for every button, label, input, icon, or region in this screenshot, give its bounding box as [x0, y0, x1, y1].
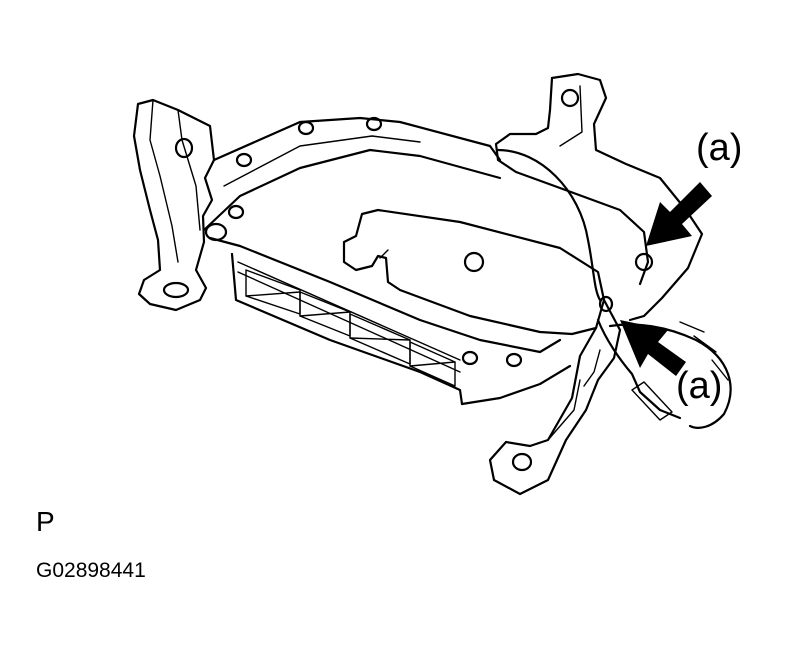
- callout-label-a: (a): [676, 365, 723, 407]
- view-letter: P: [36, 506, 55, 537]
- front-bracket-plate: [342, 208, 622, 496]
- upper-right-bracket: [494, 72, 704, 322]
- wire-harness: [496, 148, 732, 429]
- arrow-a2-icon: [620, 320, 686, 376]
- arrow-a1-icon: [646, 182, 712, 246]
- left-mounting-bracket: [132, 98, 216, 312]
- callout-label-a: (a): [696, 127, 743, 169]
- figure-code: G02898441: [36, 559, 146, 582]
- ecu-body: [202, 116, 572, 406]
